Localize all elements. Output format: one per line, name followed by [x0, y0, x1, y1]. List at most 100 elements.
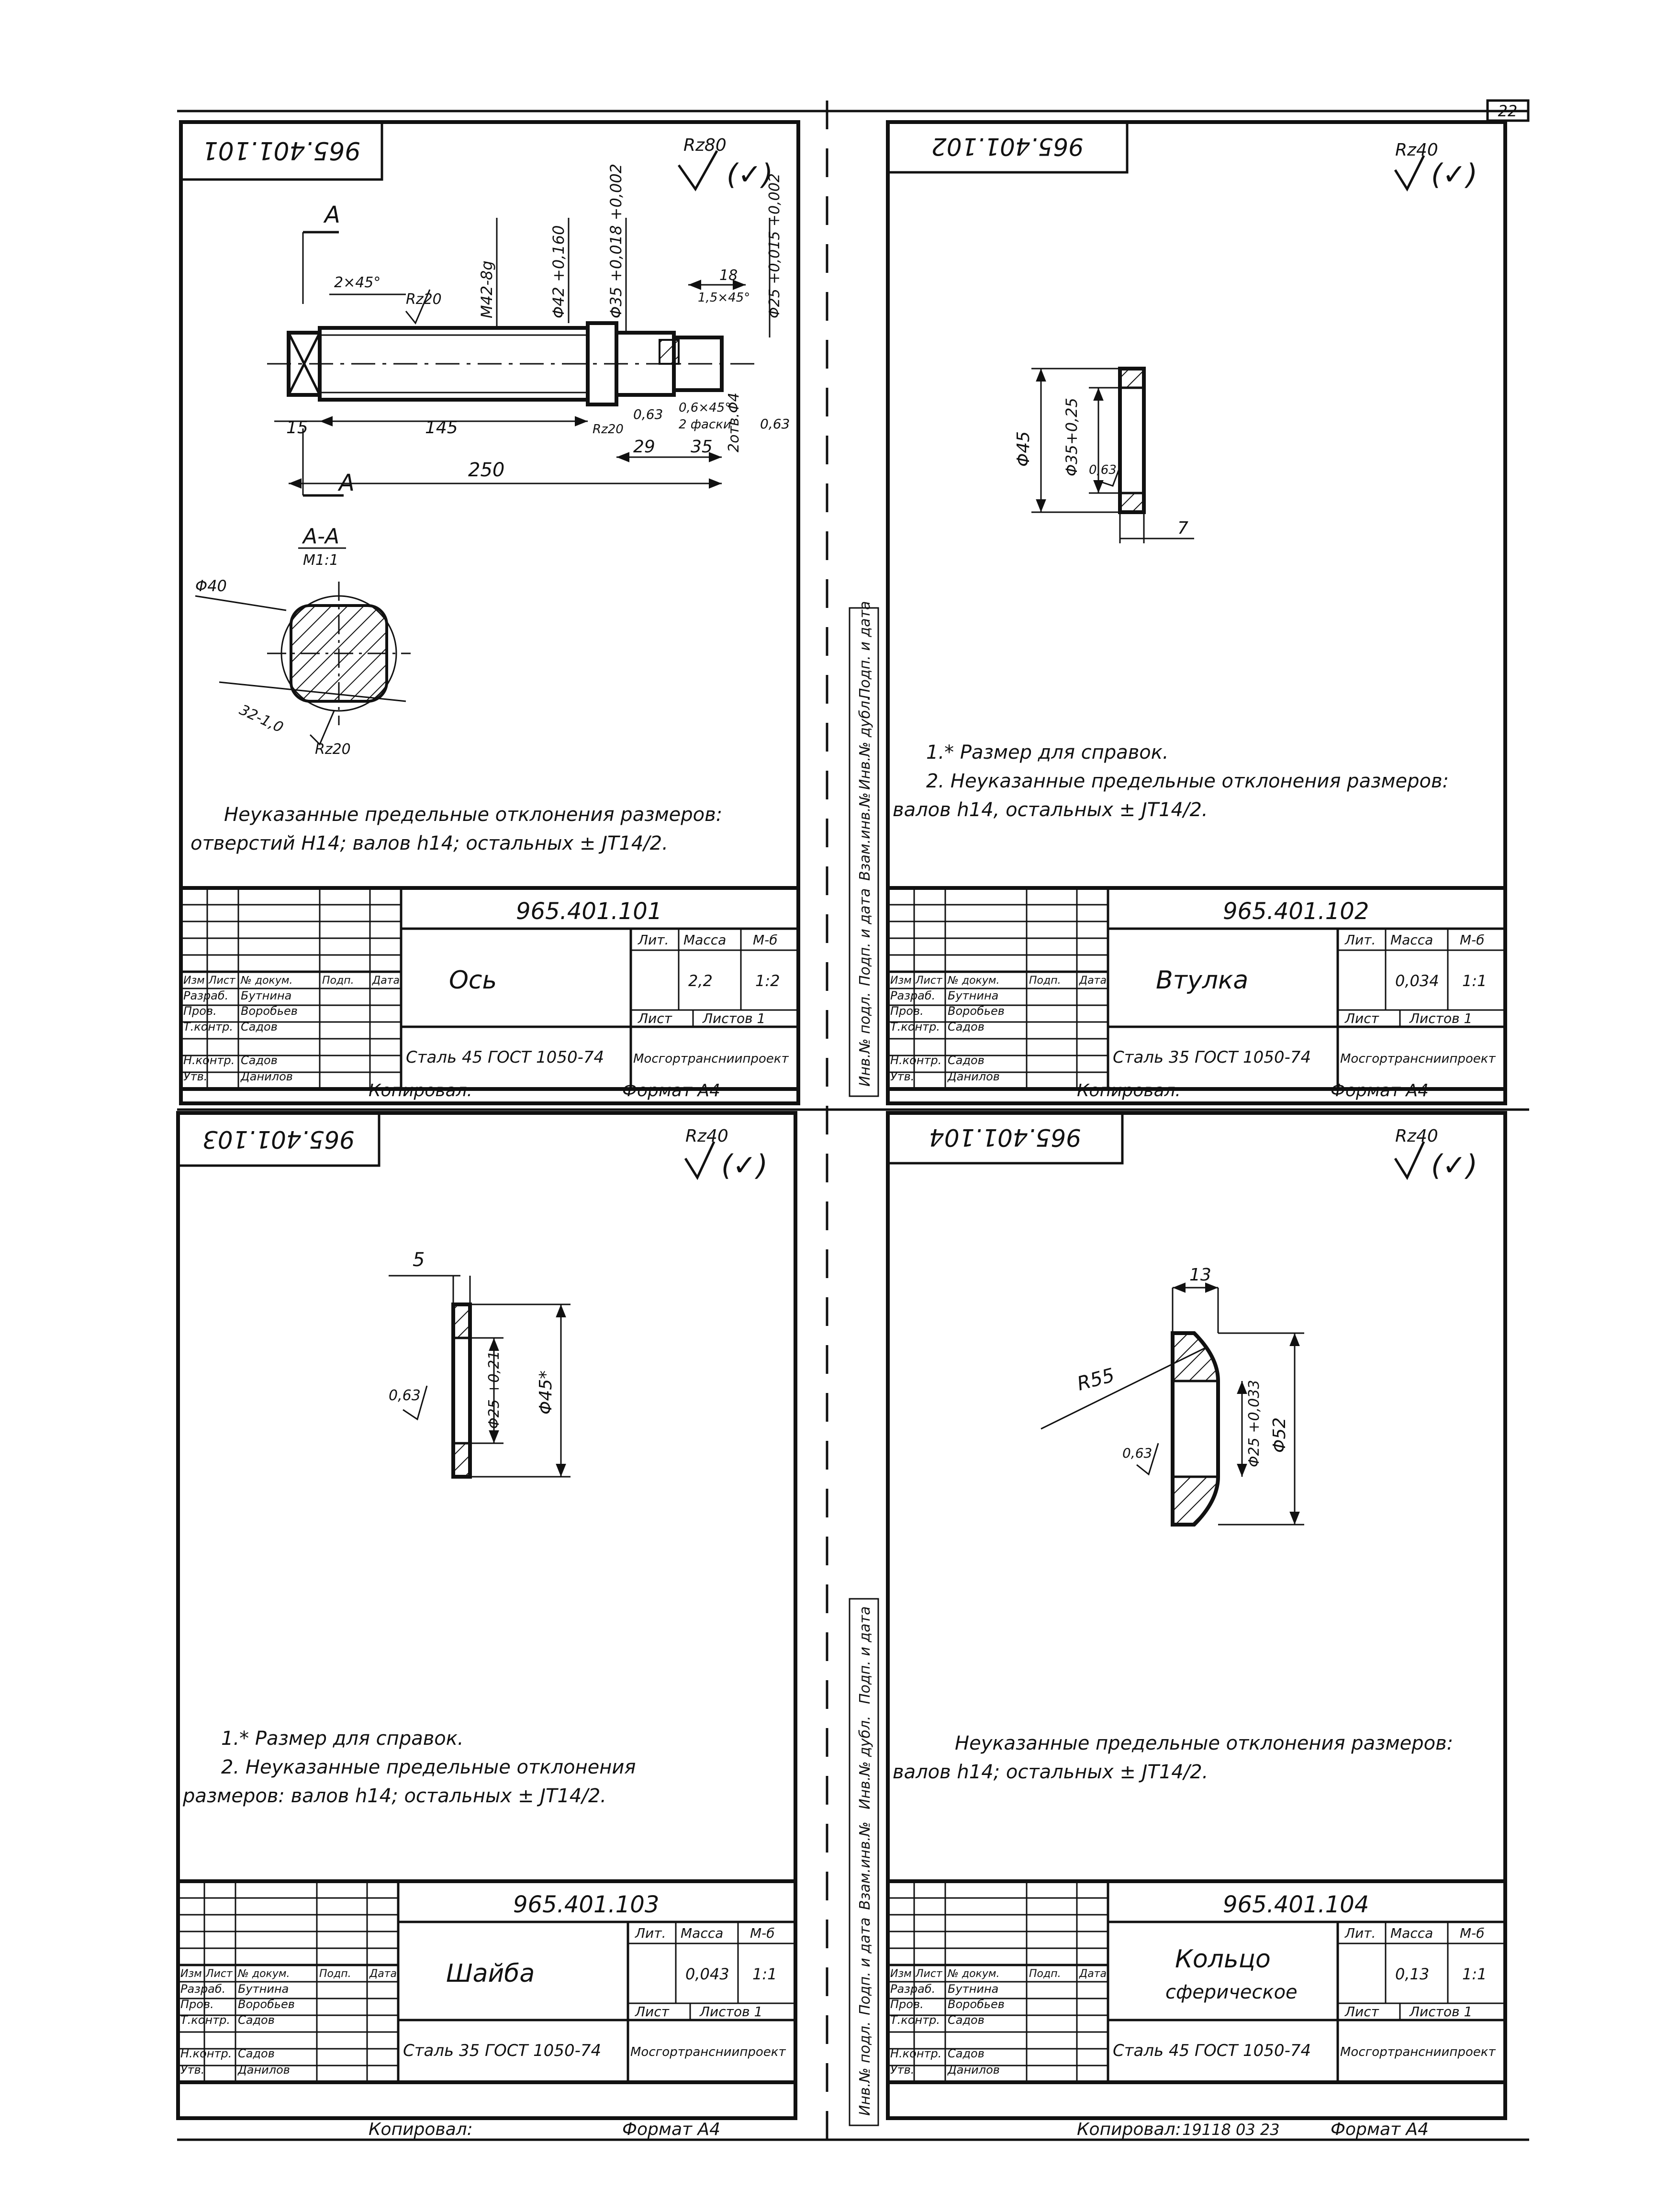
- footer-stamp: 19118 03 23: [1182, 2121, 1280, 2139]
- dim-r063: 0,63: [1089, 463, 1117, 477]
- label-massa: Масса: [681, 1925, 723, 1941]
- label-n-kontr: Н.контр.: [183, 1054, 235, 1067]
- dim-d35: Φ35+0,25: [1063, 398, 1081, 476]
- code-mirrored: 965.401.103: [202, 1125, 355, 1153]
- part-scale: 1:1: [1462, 1965, 1487, 1983]
- washer-drawing: 5 0,63 Φ25 +0,21 Φ45*: [389, 1249, 571, 1479]
- organization: Мосгортрансниипроект: [1340, 1052, 1496, 1066]
- tcontr-name: Садов: [238, 2013, 275, 2027]
- side-stamp-item: Подп. и дата: [857, 1606, 873, 1704]
- section-title: А-А: [302, 524, 339, 549]
- section-mark-top: A: [323, 202, 340, 228]
- label-utv: Утв.: [890, 2063, 914, 2077]
- approver-name: Данилов: [240, 1070, 293, 1083]
- label-izm: Изм: [180, 1968, 202, 1980]
- label-sheet: Лист: [638, 1011, 672, 1026]
- drawing-code: 965.401.104: [1223, 1891, 1369, 1918]
- label-t-kontr: Т.контр.: [890, 2013, 940, 2027]
- footer-101: Копировал: Формат А4: [369, 1081, 720, 1100]
- label-t-kontr: Т.контр.: [890, 1020, 940, 1033]
- dim-r55: R55: [1075, 1364, 1117, 1395]
- bushing-drawing: Φ45 Φ35+0,25 0,63 7: [1014, 367, 1194, 543]
- part-name: Кольцо: [1175, 1945, 1271, 1974]
- label-t-kontr: Т.контр.: [183, 1020, 233, 1033]
- ncontr-name: Садов: [241, 1054, 278, 1067]
- label-data: Дата: [1079, 1968, 1107, 1980]
- sheet-frame: 22: [177, 99, 1530, 2141]
- ncontr-name: Садов: [948, 2047, 985, 2060]
- label-razrab: Разраб.: [890, 1982, 935, 1996]
- checker-name: Воробьев: [241, 1004, 298, 1018]
- dim-ch15: 1,5×45°: [698, 291, 750, 305]
- label-list: Лист: [205, 1968, 233, 1980]
- label-sheets: Листов 1: [1409, 1011, 1472, 1026]
- part-scale: 1:2: [755, 972, 780, 990]
- label-n-dokum: № докум.: [947, 975, 999, 987]
- dim-flat: 32-1,0: [237, 702, 286, 737]
- label-n-dokum: № докум.: [240, 975, 292, 987]
- dim-r063: 0,63: [1122, 1445, 1152, 1461]
- label-izm: Изм: [890, 1968, 912, 1980]
- side-stamp-item: Взам.инв.№: [857, 1821, 873, 1910]
- label-scale: М-б: [1460, 932, 1485, 948]
- label-list: Лист: [915, 1968, 943, 1980]
- ring-drawing: 13 R55 0,63 Φ25 +0,033 Φ52: [1041, 1265, 1304, 1527]
- side-stamp-bottom-right: Инв.№ подл. Подп. и дата Взам.инв.№ Инв.…: [849, 1598, 879, 2126]
- side-stamp-item: Подп. и дата: [857, 601, 873, 699]
- footer-104: Копировал: 19118 03 23 Формат А4: [1077, 2120, 1429, 2139]
- organization: Мосгортрансниипроект: [630, 2045, 786, 2059]
- dim-l5: 5: [413, 1249, 425, 1271]
- drawing-code: 965.401.101: [516, 898, 662, 925]
- dim-rz20b: Rz20: [593, 422, 624, 437]
- dim-l13: 13: [1189, 1265, 1211, 1285]
- approver-name: Данилов: [237, 2063, 290, 2077]
- label-prov: Пров.: [180, 1998, 214, 2011]
- dim-r063b: 0,63: [760, 416, 790, 432]
- side-stamp-top-right: Инв.№ подл. Подп. и дата Взам.инв.№ Инв.…: [849, 601, 879, 1097]
- label-n-kontr: Н.контр.: [890, 2047, 941, 2060]
- roughness-paren: (✓): [1431, 158, 1477, 191]
- part-name: Ось: [449, 966, 497, 995]
- label-data: Дата: [369, 1968, 397, 1980]
- drawing-code: 965.401.103: [513, 1891, 659, 1918]
- label-prov: Пров.: [183, 1004, 217, 1018]
- label-list: Лист: [915, 975, 943, 987]
- label-podp: Подп.: [322, 975, 354, 987]
- sheet-102: 965.401.102 Rz40 (✓) Φ45 Φ35+0,25 0,63 7…: [886, 120, 1507, 1105]
- dim-chamfer: 2×45°: [334, 274, 380, 291]
- label-utv: Утв.: [890, 1070, 914, 1083]
- label-sheet: Лист: [1344, 2004, 1379, 2020]
- label-massa: Масса: [683, 932, 726, 948]
- part-mass: 0,043: [685, 1965, 729, 1983]
- dim-d25: Φ25 +0,21: [486, 1351, 503, 1429]
- part-name-2: сферическое: [1165, 1981, 1298, 2003]
- footer-103: Копировал: Формат А4: [369, 2120, 720, 2139]
- label-scale: М-б: [753, 932, 778, 948]
- organization: Мосгортрансниипроект: [633, 1052, 789, 1066]
- part-mass: 0,034: [1395, 972, 1439, 990]
- developer-name: Бутнина: [948, 989, 998, 1002]
- label-scale: М-б: [750, 1925, 775, 1941]
- roughness-symbol: Rz80: [683, 135, 727, 155]
- section-scale: М1:1: [303, 552, 338, 569]
- part-mass: 0,13: [1395, 1965, 1429, 1983]
- checker-name: Воробьев: [238, 1998, 295, 2011]
- dim-d40: Φ40: [195, 577, 227, 595]
- label-sheets: Листов 1: [699, 2004, 762, 2020]
- side-stamp-item: Взам.инв.№: [857, 792, 873, 881]
- label-massa: Масса: [1390, 1925, 1433, 1941]
- developer-name: Бутнина: [241, 989, 291, 1002]
- roughness-symbol: Rz40: [685, 1126, 728, 1146]
- footer-copied: Копировал:: [1077, 2120, 1181, 2139]
- material: Сталь 45 ГОСТ 1050-74: [406, 1048, 604, 1067]
- dim-thread: M42-8g: [478, 260, 496, 318]
- part-scale: 1:1: [752, 1965, 777, 1983]
- note-line: размеров: валов h14; остальных ± JT14/2.: [182, 1785, 606, 1807]
- label-prov: Пров.: [890, 1004, 924, 1018]
- shaft-drawing: A A 2×45° Rz20 M42-8g Φ42 +0,160 Φ35 +0,…: [267, 164, 790, 497]
- side-stamp-item: Подп. и дата: [857, 1918, 873, 2015]
- note-line: 2. Неуказанные предельные отклонения раз…: [926, 770, 1449, 792]
- label-n-dokum: № докум.: [947, 1968, 999, 1980]
